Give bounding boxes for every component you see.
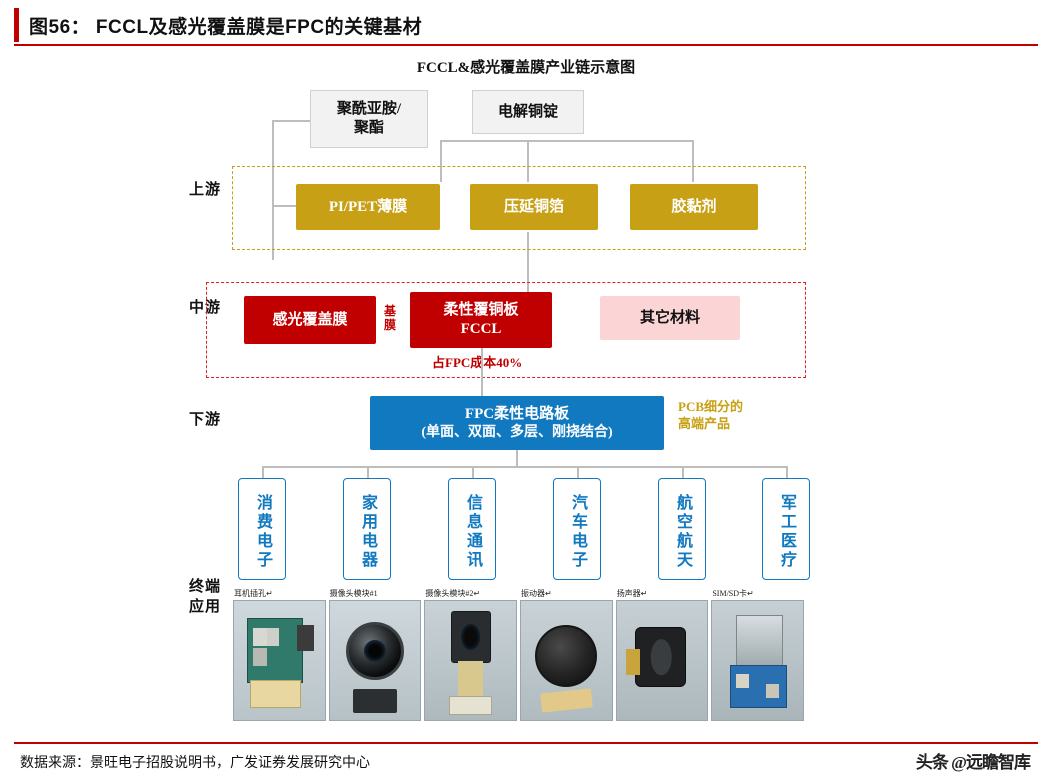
connector-line: [272, 120, 274, 260]
upstream-box-adhesive: 胶黏剂: [630, 184, 758, 230]
application-box-aerospace: 航空航天: [658, 478, 706, 580]
application-label: 家用电器: [359, 494, 376, 570]
midstream-group-frame: [206, 282, 806, 378]
application-label: 汽车电子: [569, 494, 586, 570]
end-application-photo-strip: 耳机插孔↵ 摄像头模块#1 摄像头模块#2↵ 振动器↵ 扬声器↵ SIM/SD卡…: [232, 588, 807, 723]
midstream-box-label: 其它材料: [639, 309, 700, 326]
midstream-box-photosensitive-coverlay: 感光覆盖膜: [244, 296, 376, 344]
connector-line: [692, 140, 694, 182]
watermark: 头条 @远瞻智库: [915, 748, 1031, 773]
photo-caption: 振动器↵: [521, 589, 552, 598]
downstream-box-label-line1: FPC柔性电路板: [464, 405, 570, 422]
camera-module-square-photo: [424, 600, 518, 721]
upstream-box-label: 胶黏剂: [671, 198, 717, 215]
connector-line: [262, 466, 264, 478]
headphone-jack-connector-photo: [233, 600, 326, 721]
connector-line: [786, 466, 788, 478]
connector-line: [440, 140, 693, 142]
application-label: 信息通讯: [464, 494, 481, 570]
connector-line: [527, 140, 529, 182]
camera-module-round-photo: [328, 600, 422, 721]
downstream-box-label-line2: (单面、双面、多层、刚挠结合): [421, 424, 613, 440]
figure-header: 图56： FCCL及感光覆盖膜是FPC的关键基材: [14, 8, 1038, 42]
connector-line: [262, 466, 786, 468]
upstream-box-rolled-copper-foil: 压延铜箔: [470, 184, 598, 230]
photo-caption: 耳机插孔↵: [234, 589, 273, 598]
annotation-pcb-high-end: PCB细分的 高端产品: [678, 398, 743, 432]
photo-cell: 耳机插孔↵: [232, 588, 328, 723]
photo-caption: 摄像头模块#1: [329, 589, 378, 598]
annotation-base-film: 基膜: [384, 304, 397, 332]
application-label: 军工医疗: [778, 494, 795, 570]
midstream-box-other-materials: 其它材料: [600, 296, 740, 340]
midstream-box-label-line2: FCCL: [460, 321, 502, 337]
stage-label-midstream: 中游: [188, 300, 221, 316]
raw-material-box-electrolytic-copper: 电解铜锭: [472, 90, 584, 134]
annotation-pcb-line2: 高端产品: [678, 416, 731, 431]
downstream-box-fpc: FPC柔性电路板 (单面、双面、多层、刚挠结合): [370, 396, 664, 450]
photo-caption: SIM/SD卡↵: [712, 589, 754, 598]
watermark-text: 头条 @远瞻智库: [915, 753, 1031, 772]
connector-line: [440, 140, 442, 182]
photo-caption: 摄像头模块#2↵: [425, 589, 481, 598]
connector-line: [272, 205, 314, 207]
source-note: 数据来源：景旺电子招股说明书，广发证券发展研究中心: [20, 756, 370, 771]
connector-line: [272, 120, 314, 122]
midstream-box-label: 感光覆盖膜: [272, 311, 348, 328]
application-box-consumer-electronics: 消费电子: [238, 478, 286, 580]
photo-cell: 扬声器↵: [615, 588, 711, 723]
application-label: 消费电子: [254, 494, 271, 570]
application-box-home-appliance: 家用电器: [343, 478, 391, 580]
upstream-group-frame: [232, 166, 806, 250]
raw-material-label-line1: 聚酰亚胺/: [336, 101, 402, 118]
page-title: 图56： FCCL及感光覆盖膜是FPC的关键基材: [29, 16, 423, 38]
photo-cell: 摄像头模块#2↵: [423, 588, 520, 723]
connector-line: [516, 450, 518, 466]
connector-line: [577, 466, 579, 478]
connector-line: [527, 232, 529, 298]
connector-line: [481, 348, 483, 396]
upstream-box-pi-pet-film: PI/PET薄膜: [296, 184, 440, 230]
stage-label-end-application: 终端应用: [188, 579, 221, 615]
header-divider: [14, 44, 1038, 46]
stage-label-downstream: 下游: [188, 412, 221, 428]
midstream-box-fccl: 柔性覆铜板 FCCL: [410, 292, 552, 348]
upstream-box-label: 压延铜箔: [503, 198, 564, 215]
annotation-fpc-cost-share: 占FPC成本40%: [432, 355, 523, 370]
stage-label-upstream: 上游: [188, 182, 221, 198]
photo-caption: 扬声器↵: [616, 589, 648, 598]
vibration-motor-photo: [520, 600, 613, 721]
application-box-military-medical: 军工医疗: [762, 478, 810, 580]
photo-cell: SIM/SD卡↵: [710, 588, 807, 723]
connector-line: [682, 466, 684, 478]
connector-line: [472, 466, 474, 478]
photo-cell: 振动器↵: [519, 588, 615, 723]
footer-divider: [14, 742, 1038, 744]
application-label: 航空航天: [674, 494, 691, 570]
photo-cell: 摄像头模块#1: [328, 588, 424, 723]
sim-sd-connector-photo: [711, 600, 805, 721]
raw-material-label-line2: 聚酯: [353, 120, 384, 136]
diagram-title: FCCL&感光覆盖膜产业链示意图: [416, 60, 636, 76]
annotation-pcb-line1: PCB细分的: [678, 399, 744, 414]
midstream-box-label-line1: 柔性覆铜板: [443, 302, 519, 319]
application-box-automotive-electronics: 汽车电子: [553, 478, 601, 580]
upstream-box-label: PI/PET薄膜: [328, 198, 408, 215]
raw-material-box-pi-pet: 聚酰亚胺/ 聚酯: [310, 90, 428, 148]
application-box-information-communication: 信息通讯: [448, 478, 496, 580]
raw-material-label: 电解铜锭: [497, 103, 558, 120]
speaker-photo: [615, 600, 709, 721]
connector-line: [367, 466, 369, 478]
